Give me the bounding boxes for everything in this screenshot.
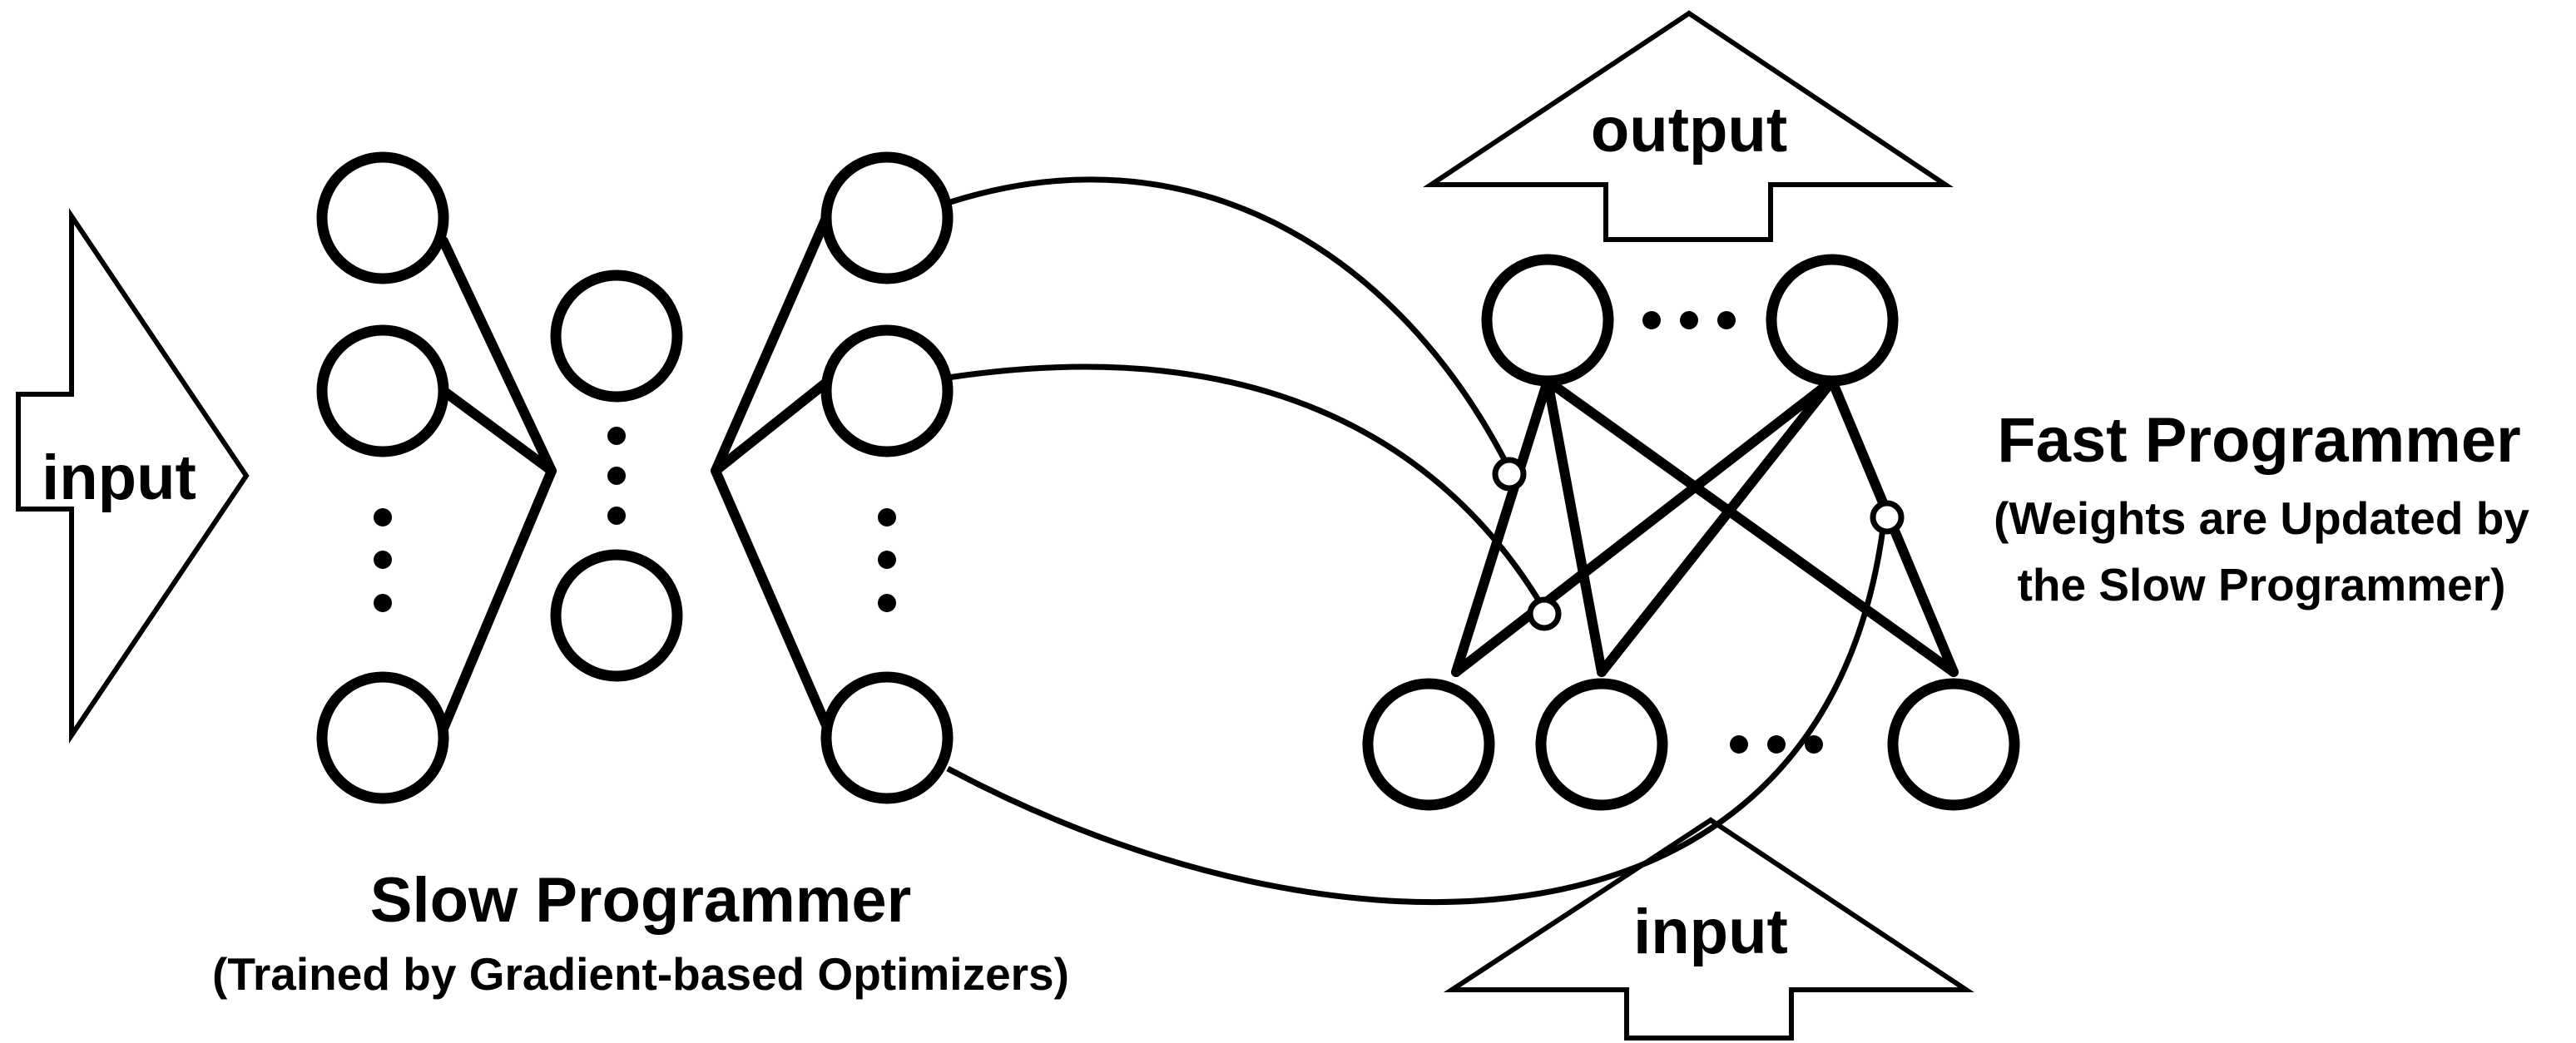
fast-output-node-2 [1766, 254, 1899, 387]
fast-input-node-3 [1887, 678, 2020, 811]
fast-programmer-subtitle-line-2: the Slow Programmer) [2018, 559, 2506, 610]
top-output-label: output [1591, 95, 1787, 166]
fast-output-node-1 [1481, 254, 1614, 387]
fast-programmer-subtitle-line-1: (Weights are Updated by [1994, 492, 2529, 544]
slow-input-node-1 [316, 151, 449, 284]
fast-programmer-network [1362, 254, 2020, 811]
slow-programmer-connections [438, 213, 831, 734]
slow-programmer-subtitle: (Trained by Gradient-based Optimizers) [212, 948, 1069, 1000]
slow-programmer-title: Slow Programmer [370, 865, 911, 936]
slow-programmer-network [316, 151, 954, 804]
horizontal-ellipsis-dots [1642, 311, 1823, 754]
fast-input-node-2 [1535, 678, 1668, 811]
slow-output-node-3 [820, 671, 954, 804]
slow-output-node-2 [820, 324, 954, 457]
bottom-input-label: input [1633, 897, 1788, 967]
left-input-label: input [42, 442, 196, 513]
slow-input-node-2 [316, 324, 449, 457]
slow-output-node-1 [820, 151, 954, 284]
vertical-ellipsis-dots [374, 427, 896, 612]
weight-modulation-points [1492, 457, 1905, 631]
slow-hidden-node-1 [550, 269, 683, 403]
fast-programmer-title: Fast Programmer [1997, 405, 2520, 476]
bottom-input-arrow: input [1443, 817, 1974, 1041]
slow-hidden-node-2 [550, 549, 683, 682]
top-output-arrow: output [1423, 10, 1954, 242]
fast-input-node-1 [1362, 678, 1495, 811]
slow-input-node-3 [316, 671, 449, 804]
left-input-arrow: input [16, 208, 250, 744]
